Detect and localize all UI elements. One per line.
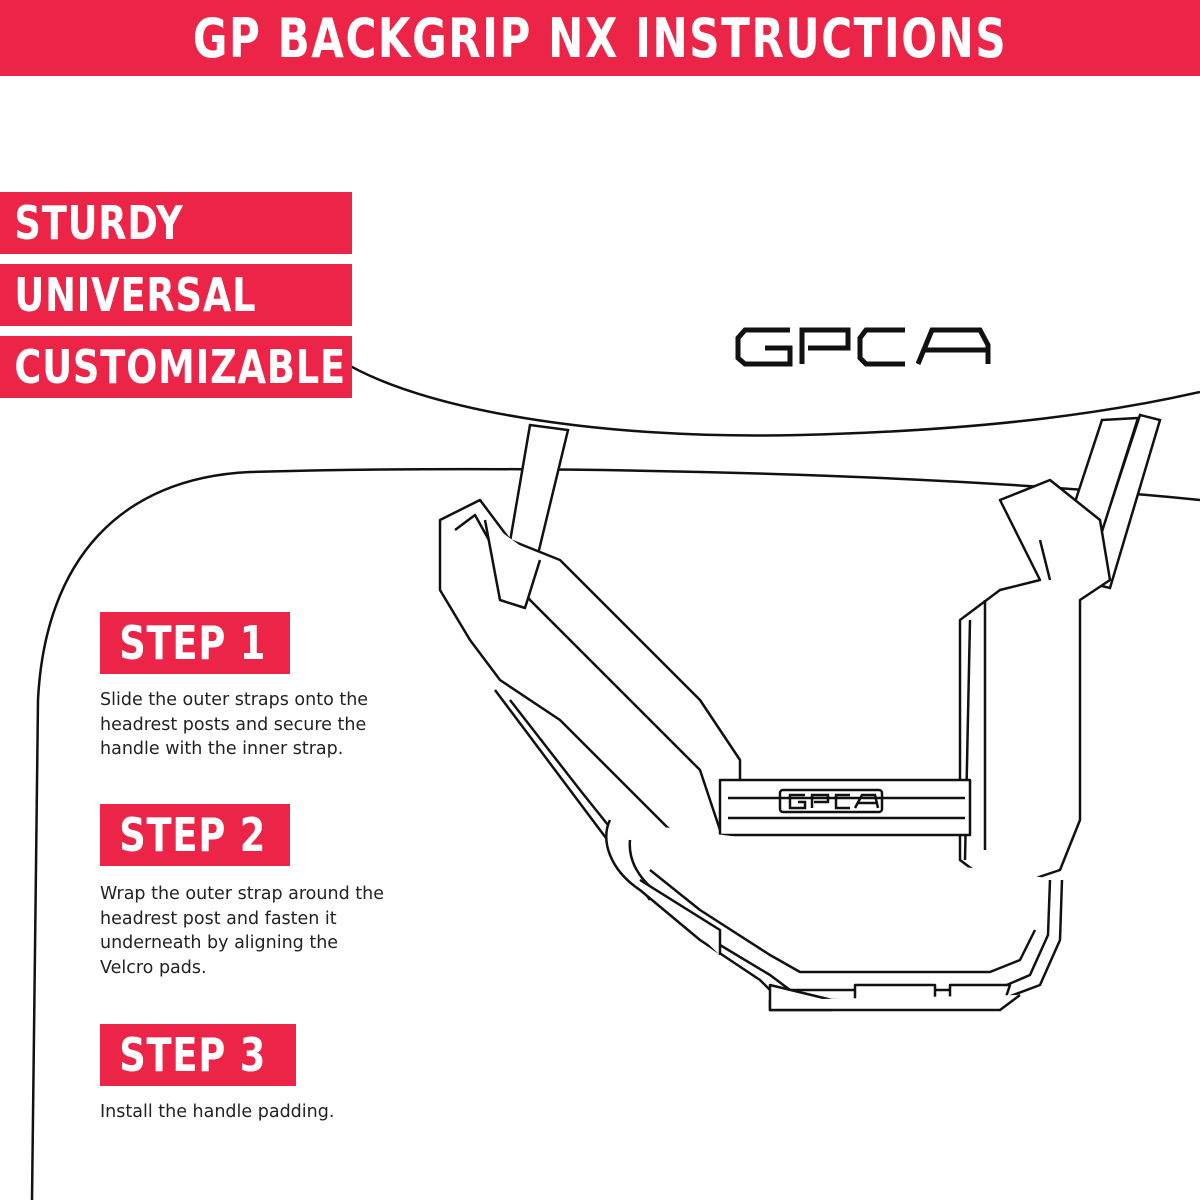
- crossbar-logo-icon: [778, 788, 884, 814]
- feature-tag-customizable: CUSTOMIZABLE: [0, 336, 352, 398]
- header-bar: GP BACKGRIP NX INSTRUCTIONS: [0, 0, 1200, 76]
- feature-label: CUSTOMIZABLE: [14, 340, 346, 394]
- step-3-heading: STEP 3: [119, 1028, 267, 1082]
- step-2-label: STEP 2: [100, 804, 290, 866]
- step-1-text: Slide the outer straps onto the headrest…: [100, 690, 369, 759]
- step-2-text: Wrap the outer strap around the headrest…: [100, 884, 384, 978]
- feature-label: UNIVERSAL: [14, 268, 257, 322]
- step-3-text: Install the handle padding.: [100, 1102, 335, 1122]
- step-1-label: STEP 1: [100, 612, 290, 674]
- step-2-heading: STEP 2: [119, 808, 267, 862]
- headrest-logo-icon: [735, 327, 991, 367]
- headrest-outline: [339, 358, 1200, 437]
- feature-label: STURDY: [14, 196, 184, 250]
- step-1-heading: STEP 1: [119, 616, 267, 670]
- page-title: GP BACKGRIP NX INSTRUCTIONS: [192, 6, 1008, 70]
- seat-back-outline: [30, 467, 1200, 1200]
- step-3-label: STEP 3: [100, 1024, 296, 1086]
- feature-tag-sturdy: STURDY: [0, 192, 352, 254]
- feature-tag-universal: UNIVERSAL: [0, 264, 352, 326]
- handle-body: [438, 478, 1112, 1012]
